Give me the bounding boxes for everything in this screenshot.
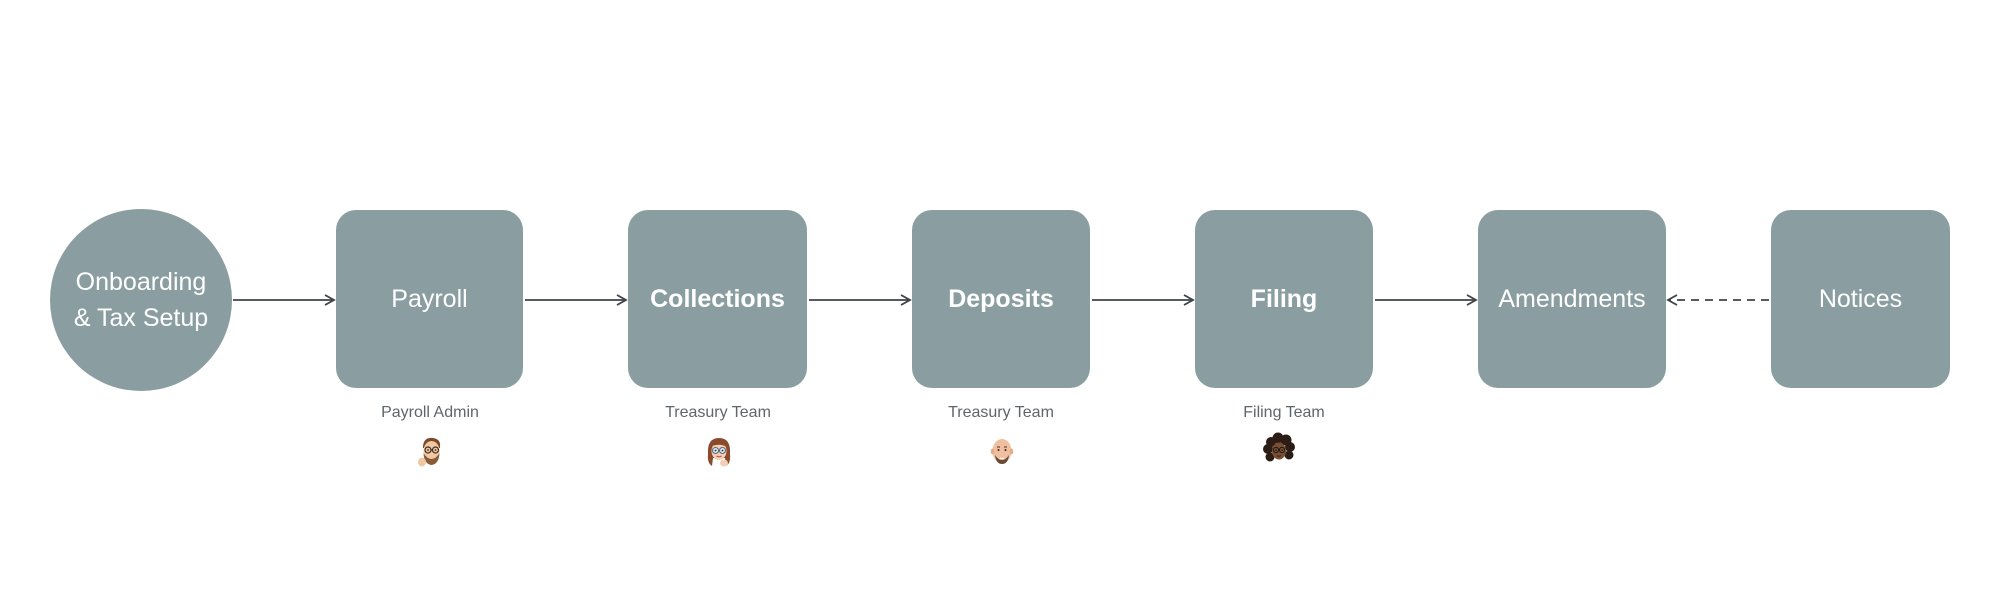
- bald-man-avatar: [990, 439, 1014, 464]
- owner-label-filing: Filing Team: [1243, 404, 1325, 421]
- bearded-man-glasses-avatar: [418, 437, 441, 467]
- node-payroll-label: Payroll: [391, 284, 468, 313]
- node-payroll[interactable]: Payroll: [336, 210, 523, 388]
- node-deposits[interactable]: Deposits: [912, 210, 1090, 388]
- node-collections-label: Collections: [650, 284, 785, 313]
- node-amendments[interactable]: Amendments: [1478, 210, 1666, 388]
- node-notices-label: Notices: [1818, 284, 1903, 313]
- node-onboarding[interactable]: Onboarding & Tax Setup: [50, 209, 232, 391]
- node-notices[interactable]: Notices: [1771, 210, 1950, 388]
- node-filing-label: Filing: [1250, 284, 1318, 313]
- owner-label-payroll: Payroll Admin: [381, 404, 479, 421]
- node-amendments-label: Amendments: [1498, 284, 1646, 313]
- node-onboarding-label: Onboarding & Tax Setup: [73, 267, 209, 332]
- node-deposits-label: Deposits: [948, 284, 1054, 313]
- owner-label-deposits: Treasury Team: [948, 404, 1054, 421]
- node-filing[interactable]: Filing: [1195, 210, 1373, 388]
- node-collections[interactable]: Collections: [628, 210, 807, 388]
- owner-label-collections: Treasury Team: [665, 404, 771, 421]
- curly-hair-woman-avatar: [1263, 432, 1295, 462]
- woman-glasses-avatar: [707, 438, 731, 467]
